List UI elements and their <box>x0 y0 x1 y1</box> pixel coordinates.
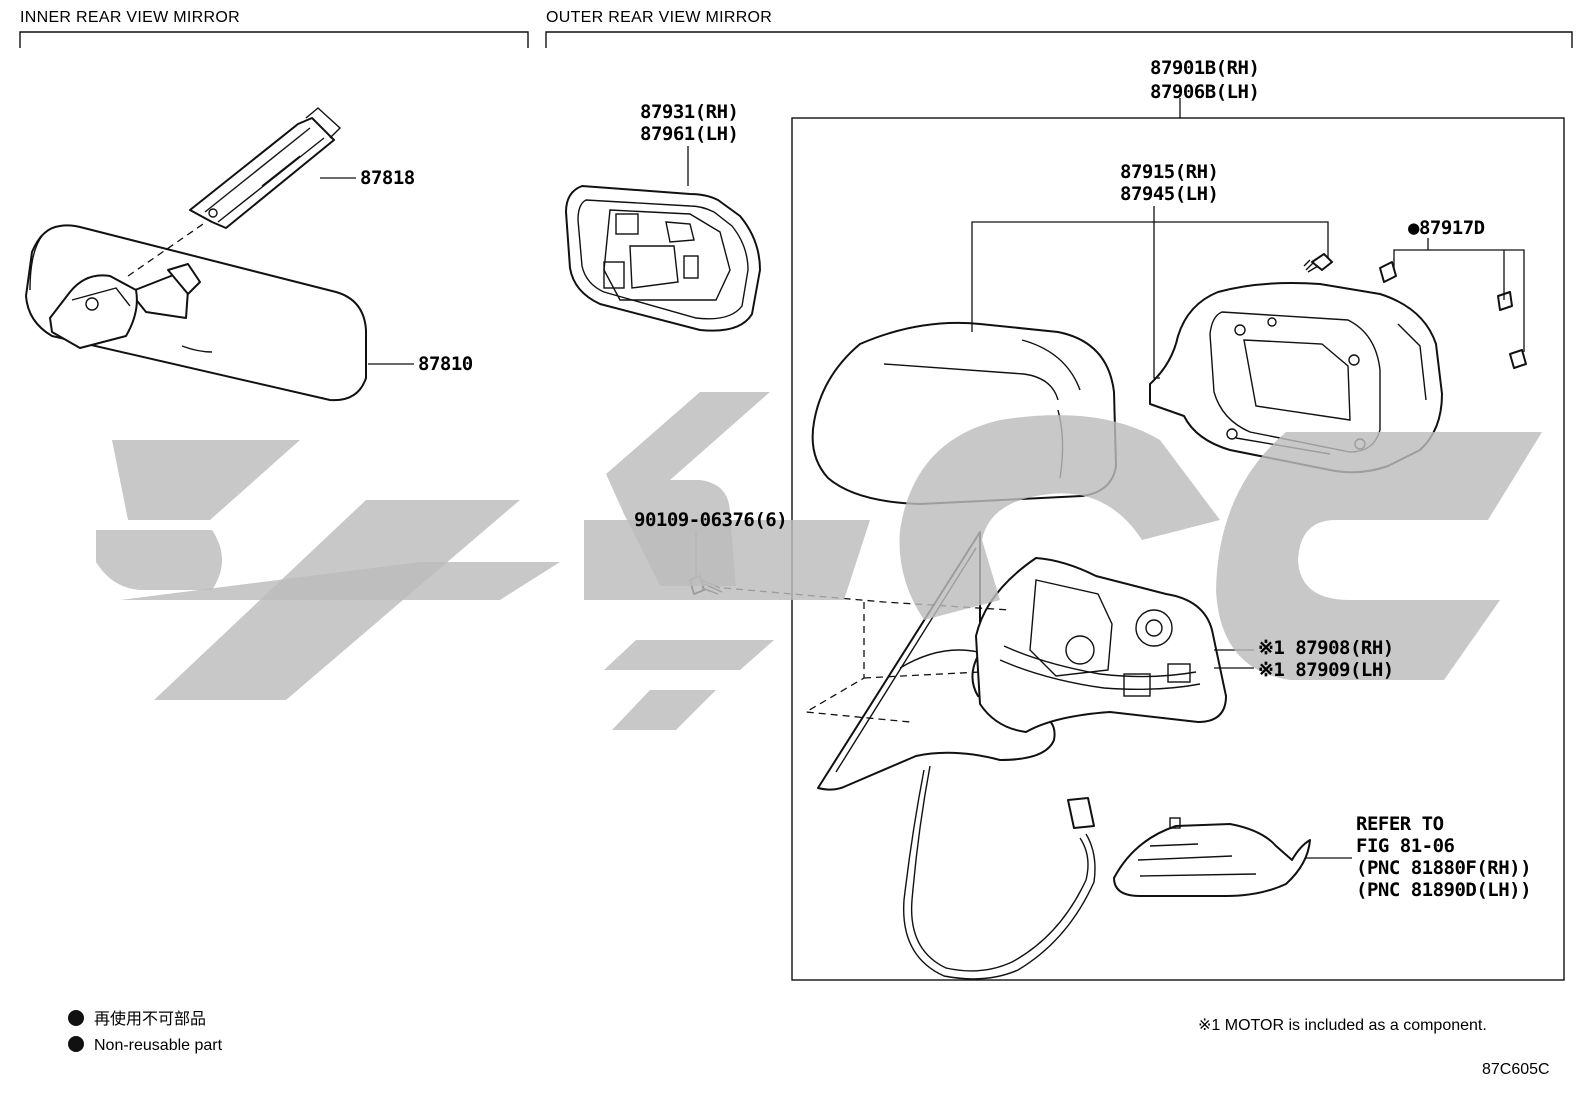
label-87908: ※1 87908(RH) <box>1258 637 1394 659</box>
refer-line-4: (PNC 81890D(LH)) <box>1356 879 1531 901</box>
base-dash-line-2 <box>863 671 981 679</box>
legend-bullet-jp <box>68 1010 84 1026</box>
label-87945: 87945(LH) <box>1120 183 1218 205</box>
refer-line-3: (PNC 81880F(RH)) <box>1356 857 1531 879</box>
leader-87915 <box>971 206 1329 379</box>
clips-87917d <box>1379 261 1527 369</box>
inner-section-bracket <box>19 31 529 48</box>
inner-mirror-cover-87818 <box>189 107 342 229</box>
refer-line-1: REFER TO <box>1356 813 1444 835</box>
label-87909: ※1 87909(LH) <box>1258 659 1394 681</box>
motor-note: ※1 MOTOR is included as a component. <box>1198 1017 1487 1034</box>
leader-87917 <box>1393 238 1525 352</box>
turn-signal-lamp <box>1113 817 1311 897</box>
label-87931: 87931(RH) <box>640 101 738 123</box>
outer-section-bracket <box>545 31 1573 48</box>
mirror-glass-87931 <box>565 185 761 332</box>
legend-bullet-en <box>68 1036 84 1052</box>
refer-line-2: FIG 81-06 <box>1356 835 1455 857</box>
legend-en: Non-reusable part <box>94 1037 223 1054</box>
inner-mirror-87810 <box>25 224 367 402</box>
label-87818: 87818 <box>360 167 415 189</box>
label-87961: 87961(LH) <box>640 123 738 145</box>
label-87915: 87915(RH) <box>1120 161 1218 183</box>
base-dash-line <box>803 602 911 723</box>
watermark-stroke-7 <box>604 640 774 670</box>
watermark-stroke-2 <box>96 530 222 590</box>
watermark-stroke-1 <box>112 440 300 520</box>
inner-section-title: INNER REAR VIEW MIRROR <box>20 9 240 26</box>
mirror-motor-87908 <box>975 557 1227 733</box>
watermark-stroke-6 <box>584 520 870 600</box>
screw-87915 <box>1303 253 1333 273</box>
inner-mirror-dash-line <box>127 221 207 277</box>
watermark-logo <box>96 392 1542 730</box>
watermark-stroke-9 <box>899 415 1220 620</box>
watermark-stroke-10 <box>1216 432 1542 680</box>
label-87810: 87810 <box>418 353 473 375</box>
wiring-harness <box>902 765 1096 980</box>
label-87917: ●87917D <box>1408 217 1485 239</box>
label-90109: 90109-06376(6) <box>634 509 787 531</box>
watermark-stroke-4 <box>154 500 520 700</box>
legend-jp: 再使用不可部品 <box>94 1010 206 1028</box>
label-87901: 87901B(RH) <box>1150 57 1259 79</box>
watermark-stroke-8 <box>612 690 716 730</box>
label-87906: 87906B(LH) <box>1150 81 1259 103</box>
figure-code: 87C605C <box>1482 1061 1550 1078</box>
outer-section-title: OUTER REAR VIEW MIRROR <box>546 9 772 26</box>
